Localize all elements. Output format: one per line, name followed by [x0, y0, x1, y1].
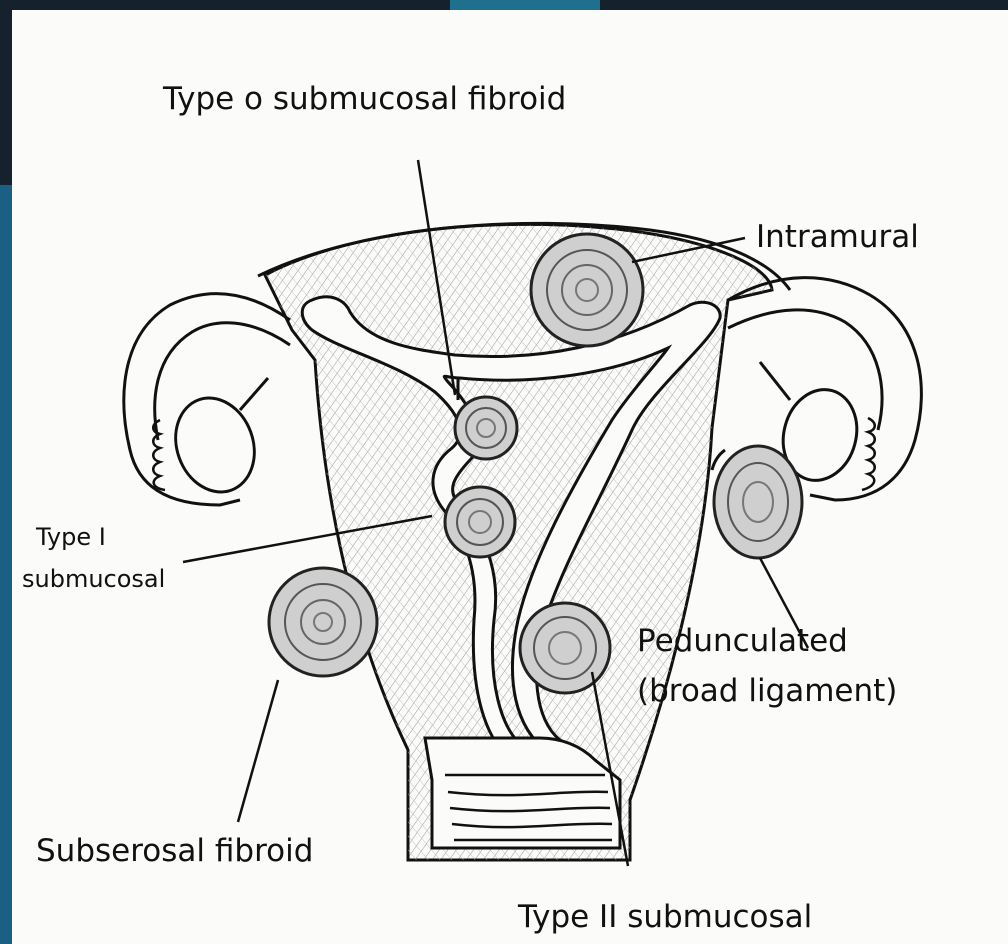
fibroid-intramural: [531, 234, 643, 346]
label-type-1-submucosal-line1: Type I: [36, 524, 106, 552]
fibroid-type-1-submucosal: [445, 487, 515, 557]
fibroid-subserosal: [269, 568, 377, 676]
fibroid-pedunculated: [712, 446, 802, 558]
label-subserosal-fibroid: Subserosal fibroid: [36, 834, 313, 870]
left-ovary: [163, 387, 267, 503]
label-type-2-submucosal: Type II submucosal: [518, 900, 812, 936]
right-fimbriae: [862, 418, 875, 490]
label-intramural: Intramural: [756, 220, 919, 256]
label-pedunculated-line1: Pedunculated: [637, 624, 848, 660]
fibroid-type-2-submucosal: [520, 603, 610, 693]
label-pedunculated-line2: (broad ligament): [637, 674, 897, 710]
label-type-1-submucosal-line2: submucosal: [22, 566, 165, 594]
leader-subserosal: [238, 680, 278, 822]
label-type-0-submucosal: Type o submucosal fibroid: [163, 82, 566, 118]
left-fimbriae: [153, 420, 165, 490]
